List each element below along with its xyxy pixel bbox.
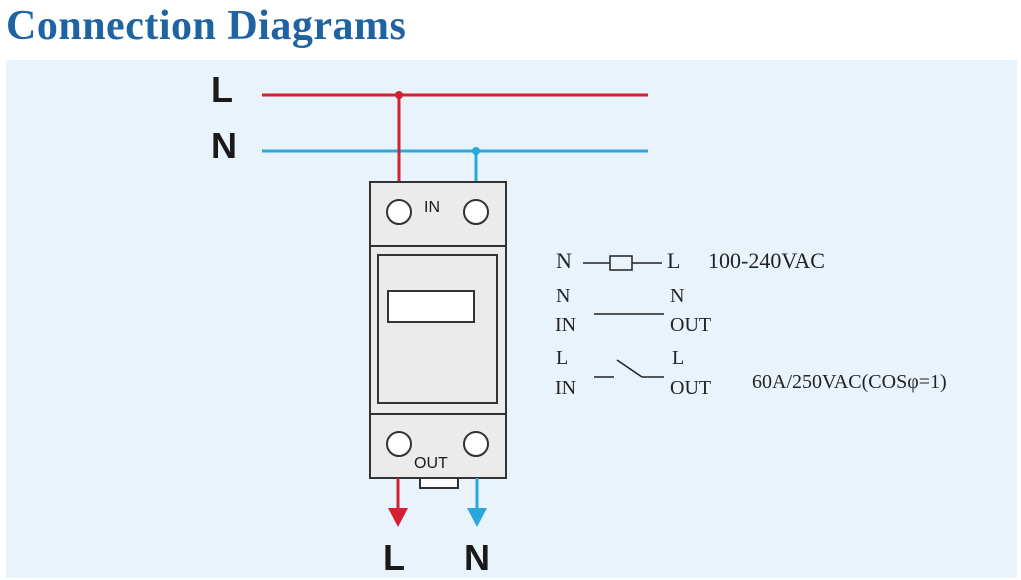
legend-row1-spec: 100-240VAC <box>708 248 825 273</box>
lcd-display <box>387 290 475 323</box>
legend-row3-in: IN <box>555 377 576 399</box>
in-label: IN <box>424 199 440 216</box>
legend-row3-l-right: L <box>672 347 684 369</box>
legend-load-symbol <box>609 255 633 271</box>
din-clip <box>419 477 459 489</box>
out-terminal-l <box>386 431 412 457</box>
legend-row1-l: L <box>667 248 680 273</box>
legend-row2-in: IN <box>555 314 576 336</box>
legend-row3-l-top: L <box>556 347 568 369</box>
out-label: OUT <box>414 455 448 472</box>
neutral-out-arrow <box>467 508 487 527</box>
bottom-n-label: N <box>464 537 490 578</box>
live-out-arrow <box>388 508 408 527</box>
legend-row2-out: OUT <box>670 314 711 336</box>
legend-row2-n-right: N <box>670 285 684 307</box>
legend-row3-out: OUT <box>670 377 711 399</box>
top-n-label: N <box>211 125 237 166</box>
legend-row2-n-top: N <box>556 285 570 307</box>
in-terminal-l <box>386 199 412 225</box>
out-terminal-n <box>463 431 489 457</box>
diagram-panel <box>6 60 1017 578</box>
legend-row1-n: N <box>556 248 572 273</box>
page-title: Connection Diagrams <box>6 3 407 49</box>
legend-row3-spec: 60A/250VAC(COSφ=1) <box>752 371 947 393</box>
top-l-label: L <box>211 69 233 110</box>
legend-switch-contact <box>616 359 643 378</box>
bottom-l-label: L <box>383 537 405 578</box>
in-terminal-n <box>463 199 489 225</box>
device-front-panel <box>377 254 498 404</box>
meter-device: IN OUT <box>369 181 507 489</box>
wiring-legend: N L 100-240VAC N IN N OUT L IN L OUT 60A… <box>555 248 947 399</box>
